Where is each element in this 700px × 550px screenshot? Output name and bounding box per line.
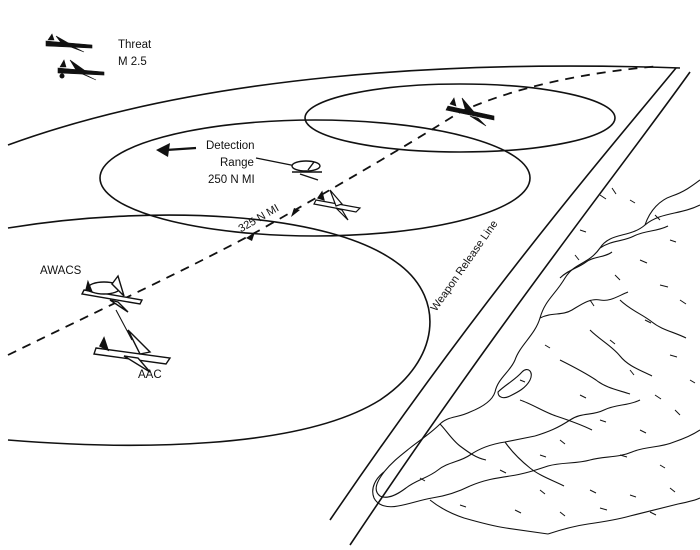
detection-range-label-line2: Range	[220, 157, 254, 169]
speed-aircraft-legend-icon	[57, 59, 105, 81]
detection-range-ellipse-mid	[99, 119, 531, 237]
outer-envelope-curve	[7, 65, 681, 146]
aac-label: AAC	[138, 369, 162, 381]
detection-range-label-line3: 250 N MI	[208, 174, 255, 186]
detection-leader-line	[255, 157, 297, 167]
awacs-label: AWACS	[40, 265, 82, 277]
legend-threat-label: Threat	[118, 39, 152, 51]
coastline-map	[372, 179, 700, 535]
fighter-aircraft-icon	[313, 189, 362, 221]
weapon-release-boundary	[329, 67, 691, 546]
detection-pointer-arrow-icon	[156, 143, 197, 157]
flight-path-dashed	[7, 65, 661, 356]
detection-range-label-line1: Detection	[206, 140, 255, 152]
aac-aircraft-icon	[93, 329, 172, 373]
detection-aircraft-icon	[291, 160, 322, 181]
range-arrow-icons	[246, 208, 300, 241]
threat-aircraft-legend-icon	[45, 33, 93, 53]
detection-range-ellipse-far	[304, 83, 616, 153]
awacs-aac-link-line	[115, 309, 133, 341]
detection-range-ellipse-near	[7, 214, 431, 447]
map-detail-marks	[419, 187, 696, 517]
threat-aircraft-icon	[445, 97, 495, 127]
legend-speed-label: M 2.5	[118, 56, 147, 68]
awacs-aircraft-icon	[80, 274, 144, 313]
